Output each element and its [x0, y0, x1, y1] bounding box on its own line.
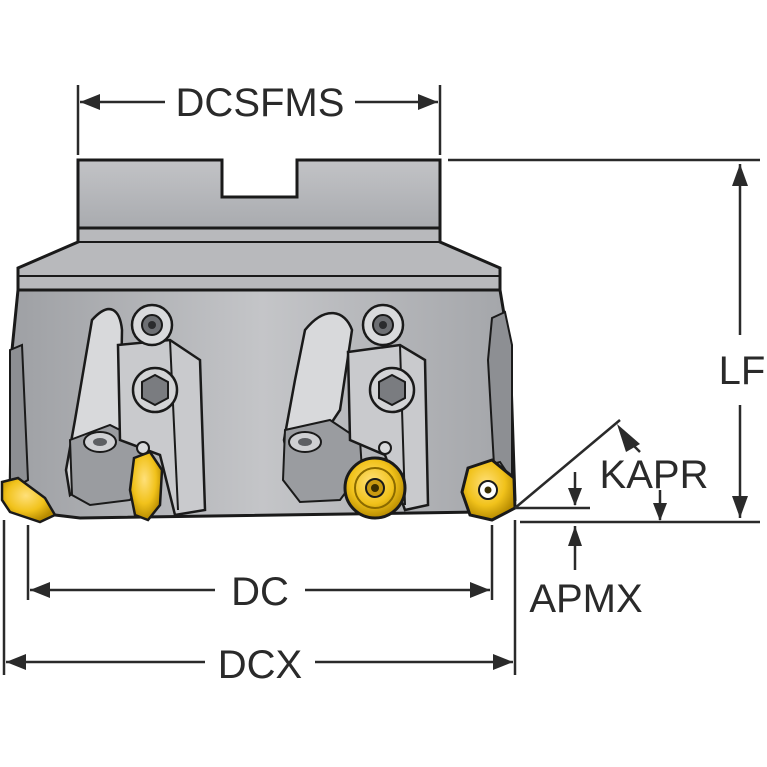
dimension-lines [2, 85, 760, 675]
label-dcx: DCX [218, 643, 302, 687]
hex-screw-middle [368, 366, 416, 414]
insert-far-left [0, 476, 57, 524]
insert-middle [343, 456, 407, 520]
pin-middle [378, 441, 392, 455]
insert-left [128, 450, 164, 522]
label-apmx: APMX [529, 577, 642, 621]
label-dc: DC [231, 570, 289, 614]
clamp-screw-left [130, 303, 174, 347]
label-lf: LF [719, 349, 766, 393]
pocket-screw-left [83, 431, 117, 453]
left-side-pocket [9, 343, 30, 492]
clamp-screw-middle [361, 303, 405, 347]
cutter-body [8, 158, 517, 520]
label-kapr: KAPR [600, 453, 709, 497]
cutter-shank [76, 158, 442, 230]
label-dcsfms: DCSFMS [176, 81, 345, 125]
hex-screw-left [131, 366, 179, 414]
insert-right [460, 458, 517, 522]
cutter-chamfer [16, 226, 502, 292]
pocket-screw-middle [288, 431, 322, 453]
cutting-inserts [0, 450, 517, 524]
